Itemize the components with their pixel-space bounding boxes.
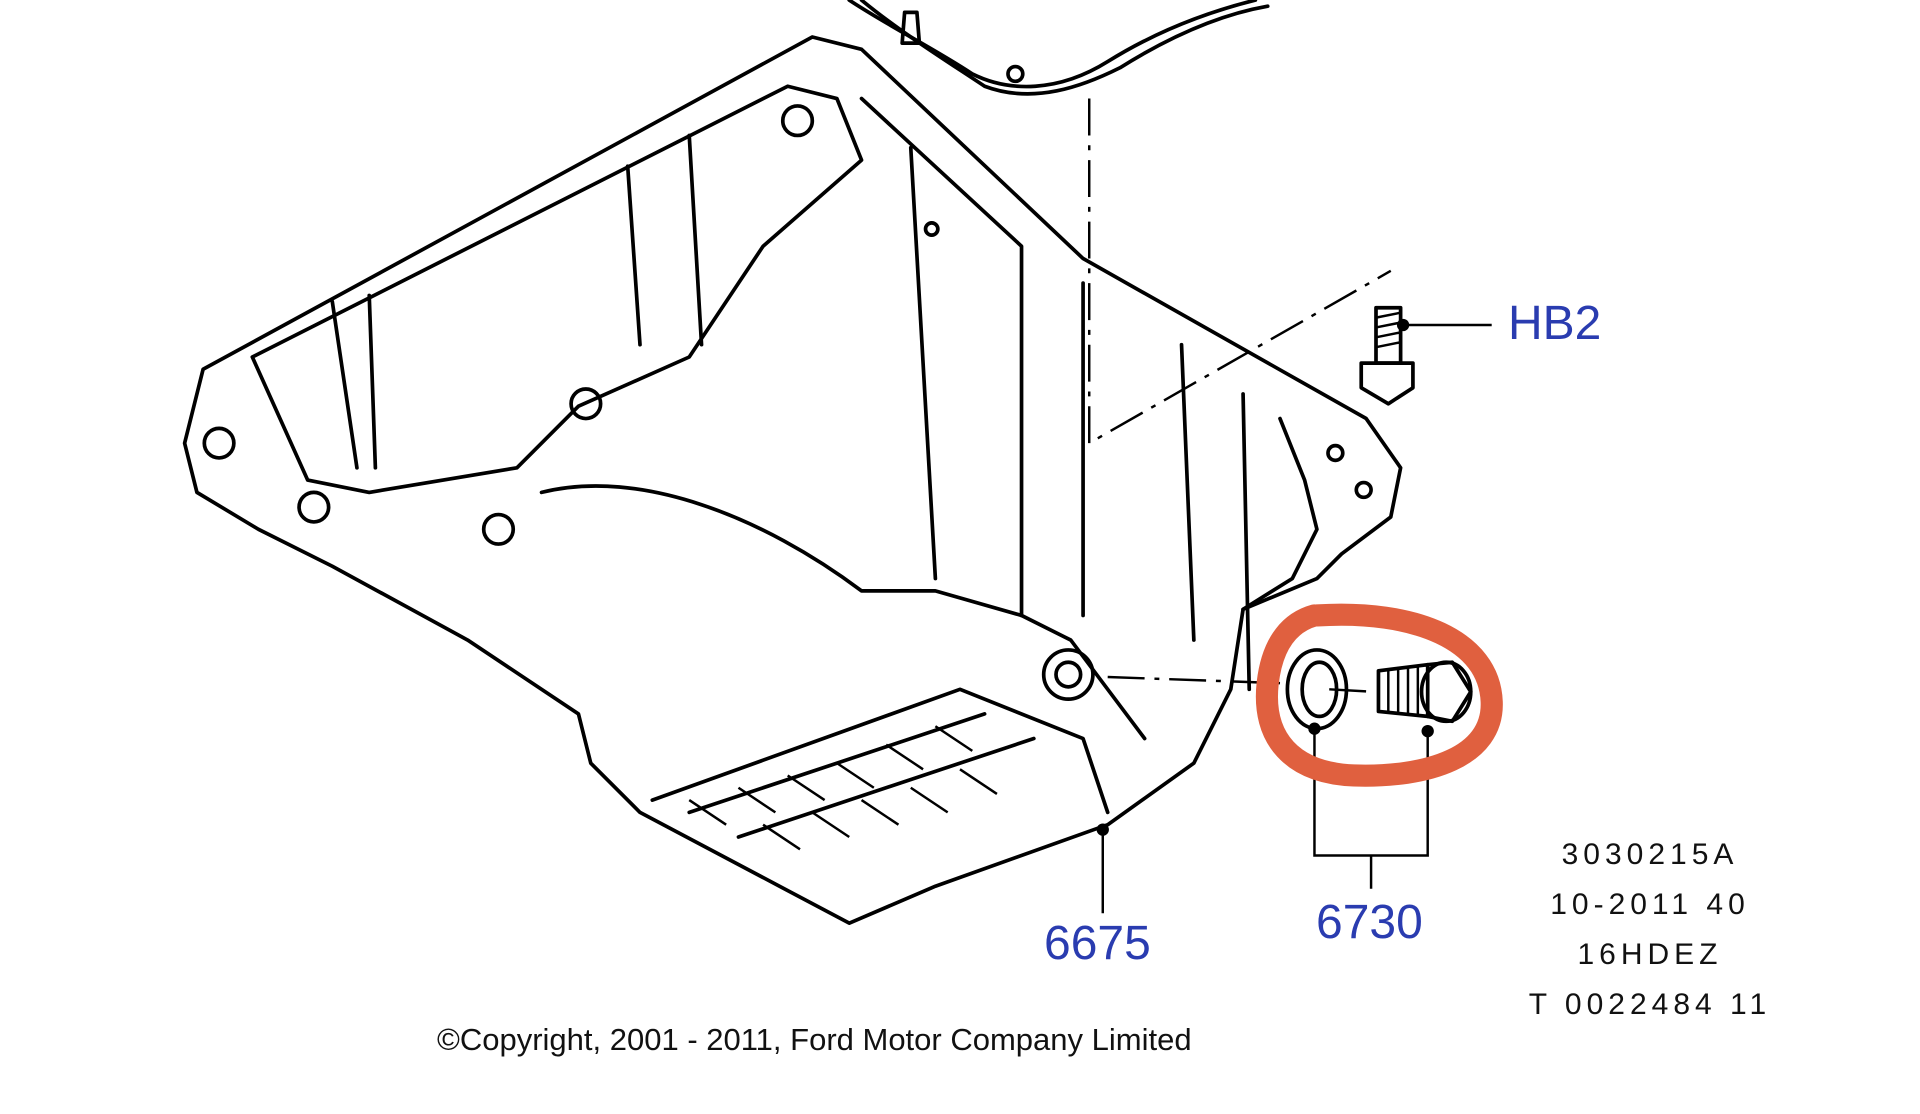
callout-6730: 6730 [1316, 896, 1423, 949]
reference-code-line: 3030215A [1561, 838, 1739, 871]
bolt-hb2-icon [1359, 305, 1492, 406]
oil-pan-outline [182, 35, 1403, 925]
highlight-circle [1255, 603, 1503, 787]
drain-washer-icon [1285, 648, 1349, 731]
reference-code-line: T 0022484 11 [1528, 988, 1772, 1021]
callout-hb2: HB2 [1508, 297, 1602, 350]
drain-hole [1041, 648, 1095, 701]
drain-plug-icon [1376, 660, 1473, 724]
copyright-notice: ©Copyright, 2001 - 2011, Ford Motor Comp… [437, 1022, 1192, 1057]
callout-6675: 6675 [1044, 917, 1151, 970]
reference-code-line: 16HDEZ [1577, 938, 1723, 971]
reference-code-line: 10-2011 40 [1550, 888, 1750, 921]
